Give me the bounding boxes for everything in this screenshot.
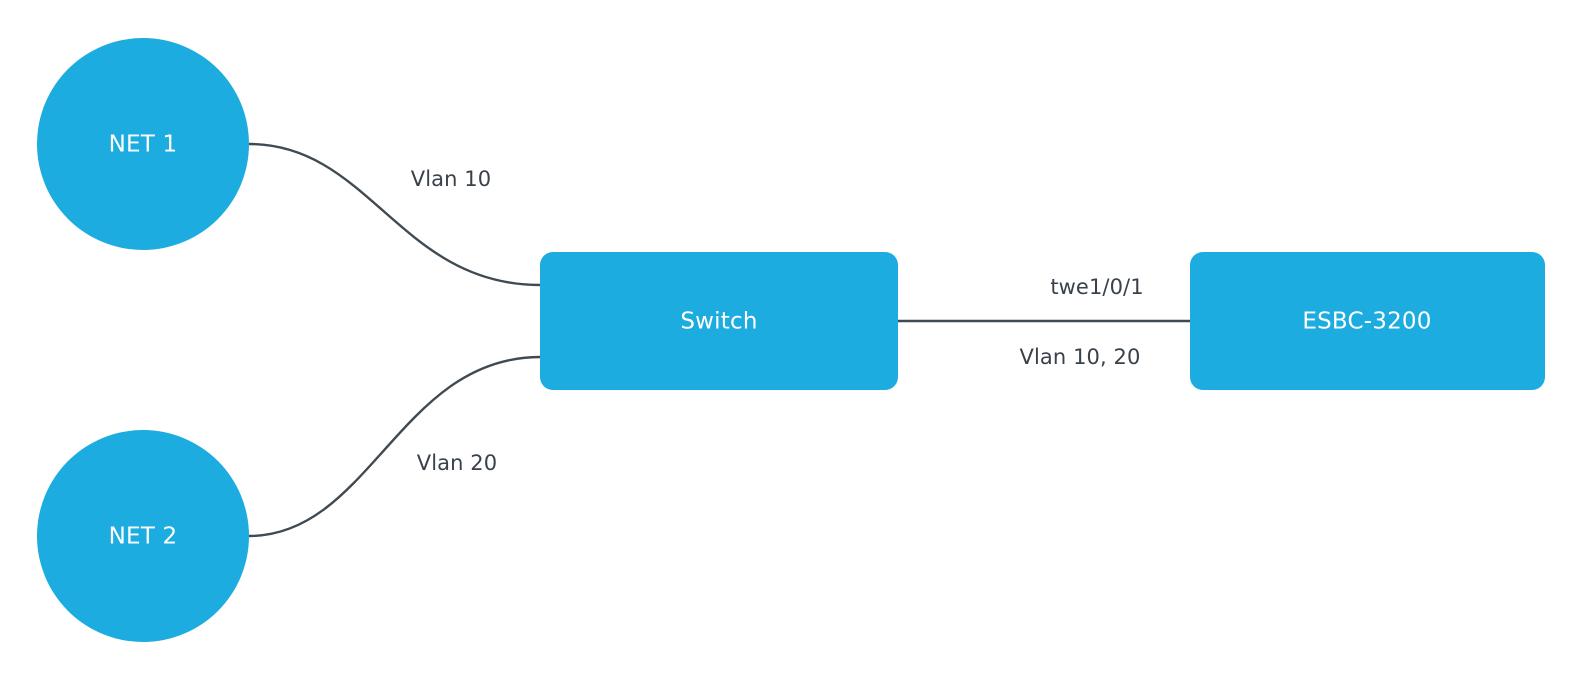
node-net1[interactable]: NET 1	[37, 38, 249, 250]
node-layer: NET 1 NET 2 Switch ESBC-3200	[37, 38, 1545, 642]
net2-label: NET 2	[109, 524, 178, 550]
net2-circle-shape[interactable]	[37, 430, 249, 642]
edge-label-layer: Vlan 10 Vlan 20 twe1/0/1 Vlan 10, 20	[411, 167, 1144, 475]
net1-label: NET 1	[109, 132, 178, 158]
edge-layer	[247, 142, 1192, 538]
esbc-label: ESBC-3200	[1302, 309, 1431, 335]
net1-circle-shape[interactable]	[37, 38, 249, 250]
node-esbc[interactable]: ESBC-3200	[1190, 252, 1545, 390]
edge-net2-to-switch[interactable]	[247, 355, 542, 538]
node-switch[interactable]: Switch	[540, 252, 898, 390]
node-net2[interactable]: NET 2	[37, 430, 249, 642]
esbc-rect-shape[interactable]	[1190, 252, 1545, 390]
switch-rect-shape[interactable]	[540, 252, 898, 390]
edge-label-vlan-20: Vlan 20	[417, 451, 497, 475]
switch-label: Switch	[680, 309, 757, 335]
edge-label-vlan-10: Vlan 10	[411, 167, 491, 191]
edge-label-port-twe1-0-1: twe1/0/1	[1050, 275, 1143, 299]
edge-net1-to-switch[interactable]	[247, 142, 542, 287]
edge-label-vlan-trunk: Vlan 10, 20	[1020, 345, 1141, 369]
